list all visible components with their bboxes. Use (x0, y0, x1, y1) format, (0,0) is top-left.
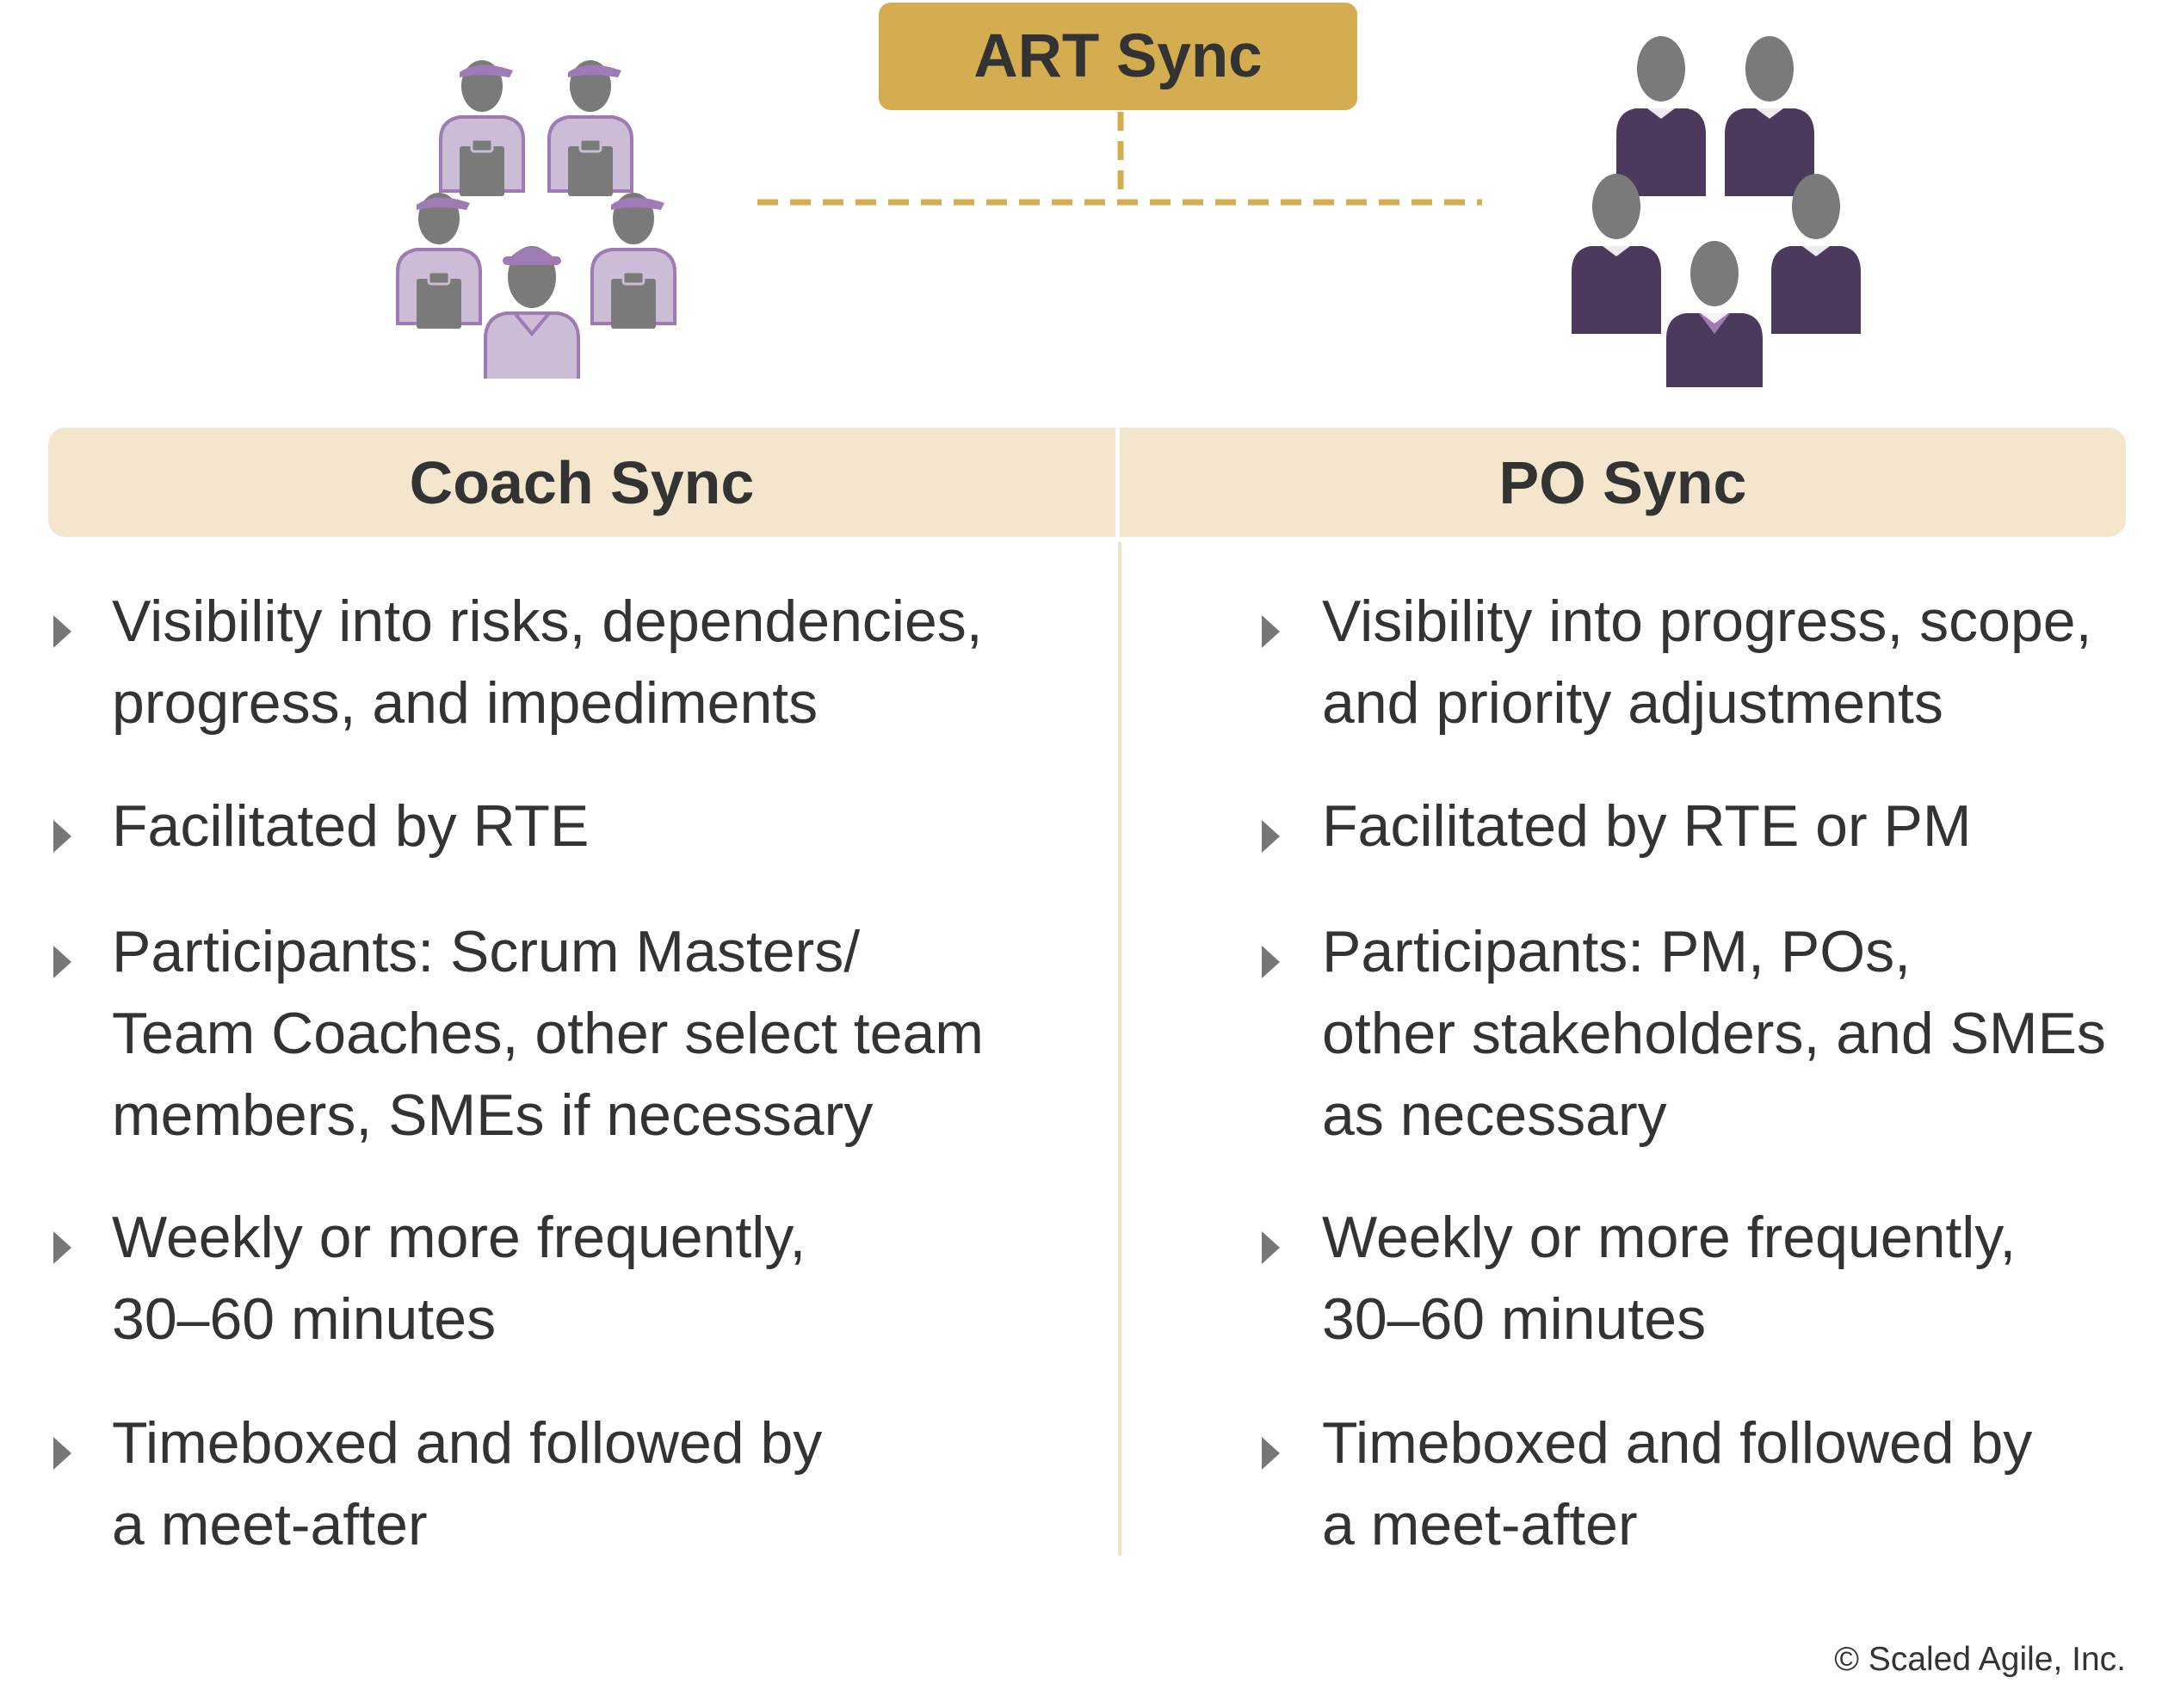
list-item: Timeboxed and followed by a meet-after (1257, 1403, 2162, 1566)
column-divider (1118, 542, 1121, 1556)
po-person-mid-right (1771, 174, 1861, 334)
po-person-top-right (1725, 36, 1814, 196)
list-item-text: Weekly or more frequently, 30–60 minutes (112, 1205, 806, 1352)
list-item: Participants: Scrum Masters/ Team Coache… (48, 911, 1136, 1156)
list-item-text: Timeboxed and followed by a meet-after (112, 1410, 823, 1557)
coach-lead-person (484, 246, 580, 379)
product-owners-group-icon (1572, 36, 1861, 387)
list-item: Participants: PM, POs, other stakeholder… (1257, 911, 2162, 1156)
team-coaches-group-icon (396, 60, 676, 379)
sync-header-bar: Coach Sync PO Sync (48, 428, 2126, 537)
list-item-text: Timeboxed and followed by a meet-after (1322, 1410, 2033, 1557)
bullet-arrow-icon (1262, 946, 1280, 978)
bullet-arrow-icon (53, 820, 71, 853)
po-person-top-left (1616, 36, 1706, 196)
bullet-arrow-icon (1262, 615, 1280, 648)
list-item-text: Facilitated by RTE (112, 793, 590, 859)
list-item: Visibility into progress, scope, and pri… (1257, 581, 2162, 744)
list-item: Facilitated by RTE (48, 786, 1136, 867)
coach-person-top-left (439, 60, 525, 196)
coach-person-mid-right (590, 193, 676, 329)
bullet-arrow-icon (1262, 1231, 1280, 1264)
bullet-arrow-icon (53, 1231, 71, 1264)
list-item: Weekly or more frequently, 30–60 minutes (48, 1197, 1136, 1360)
list-item: Timeboxed and followed by a meet-after (48, 1403, 1136, 1566)
po-sync-header: PO Sync (1120, 428, 2126, 537)
art-sync-title: ART Sync (973, 22, 1263, 90)
list-item: Facilitated by RTE or PM (1257, 786, 2162, 867)
art-sync-box: ART Sync (879, 3, 1357, 110)
list-item-text: Facilitated by RTE or PM (1322, 793, 1972, 859)
po-person-mid-left (1572, 174, 1661, 334)
list-item: Weekly or more frequently, 30–60 minutes (1257, 1197, 2162, 1360)
list-item-text: Visibility into progress, scope, and pri… (1322, 589, 2092, 736)
copyright-notice: © Scaled Agile, Inc. (1834, 1641, 2126, 1678)
bullet-arrow-icon (53, 1437, 71, 1470)
list-item-text: Participants: PM, POs, other stakeholder… (1322, 919, 2106, 1148)
list-item-text: Participants: Scrum Masters/ Team Coache… (112, 919, 984, 1148)
list-item: Visibility into risks, dependencies, pro… (48, 581, 1136, 744)
po-sync-title: PO Sync (1498, 448, 1747, 516)
sync-connector (757, 112, 1482, 206)
coach-person-mid-left (396, 193, 482, 329)
bullet-arrow-icon (1262, 1437, 1280, 1470)
bullet-arrow-icon (53, 615, 71, 648)
coach-person-top-right (547, 60, 633, 196)
list-item-text: Weekly or more frequently, 30–60 minutes (1322, 1205, 2017, 1352)
list-item-text: Visibility into risks, dependencies, pro… (112, 589, 983, 736)
coach-sync-title: Coach Sync (409, 448, 755, 516)
header-separator (1115, 428, 1120, 537)
po-lead-person (1666, 241, 1763, 387)
coach-sync-header: Coach Sync (48, 428, 1115, 537)
bullet-arrow-icon (53, 946, 71, 978)
bullet-arrow-icon (1262, 820, 1280, 853)
